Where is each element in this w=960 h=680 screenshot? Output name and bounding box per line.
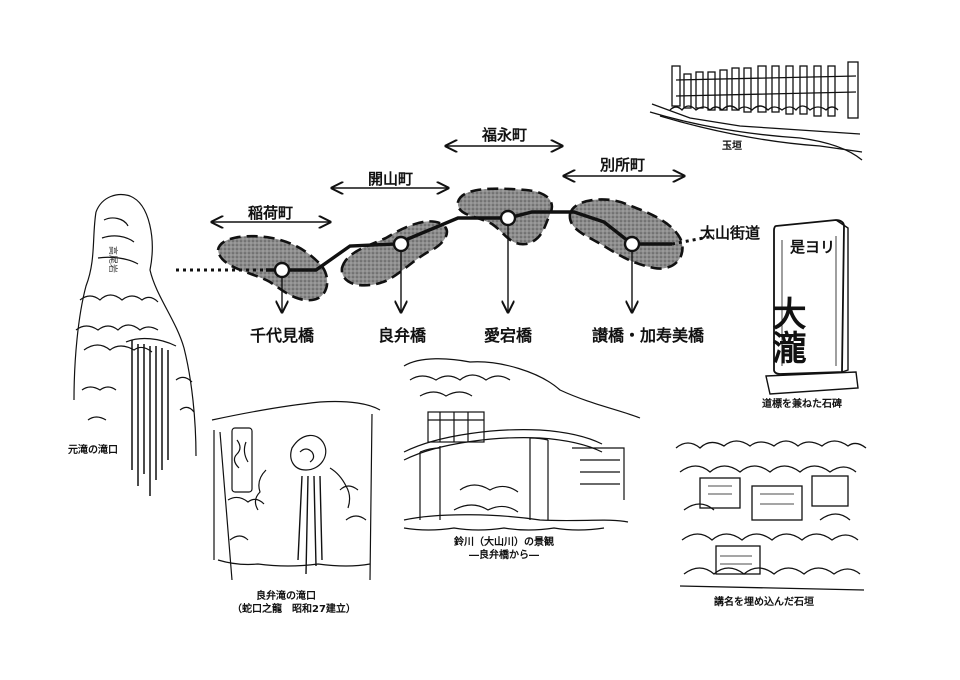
caption-tamagaki: 玉垣 — [722, 141, 742, 152]
bridge-node-chiyomi — [273, 261, 291, 279]
caption-suzukawa-line2: ―良弁橋から― — [469, 550, 539, 561]
bridge-node-san — [623, 235, 641, 253]
town-label-kaizan: 開山町 — [368, 170, 414, 188]
caption-roben-daki-line1: 良弁滝の滝口 — [256, 591, 316, 602]
bridge-label-chiyomi: 千代見橋 — [250, 326, 315, 345]
bridge-node-roben — [392, 235, 410, 253]
tamagaki-fence-illustration — [649, 61, 863, 161]
town-label-bessho: 別所町 — [600, 156, 646, 174]
caption-motodaki: 元滝の滝口 — [68, 445, 118, 456]
bridge-label-san-kazumi: 讃橋・加寿美橋 — [592, 326, 705, 345]
caption-ishigaki: 講名を埋め込んだ石垣 — [714, 597, 814, 608]
svg-text:高尾岩: 高尾岩 — [107, 246, 119, 273]
stone-marker-illustration: 是ヨリ 大瀧 — [765, 219, 859, 395]
road-label: 大山街道 — [700, 224, 761, 242]
town-span-arrows — [212, 146, 684, 222]
caption-suzukawa: 鈴川（大山川）の景観 ―良弁橋から― — [448, 536, 560, 562]
caption-suzukawa-line1: 鈴川（大山川）の景観 — [454, 537, 554, 548]
town-label-fukunaga: 福永町 — [482, 126, 528, 144]
town-label-inari: 稲荷町 — [248, 204, 294, 222]
district-bessho — [568, 198, 684, 270]
bridge-pointer-arrows — [282, 225, 632, 312]
bridge-node-atago — [499, 209, 517, 227]
district-inari — [216, 234, 329, 302]
marker-inscription-large: 大瀧 — [766, 296, 806, 364]
marker-inscription-small: 是ヨリ — [789, 238, 835, 256]
caption-stone-marker: 道標を兼ねた石碑 — [762, 399, 842, 410]
caption-roben-daki: 良弁滝の滝口 （蛇口之龍 昭和27建立） — [232, 590, 356, 616]
bridge-label-roben: 良弁橋 — [378, 326, 427, 345]
bridge-label-atago: 愛宕橋 — [484, 326, 533, 345]
suzukawa-river-illustration — [403, 358, 641, 531]
caption-roben-daki-line2: （蛇口之龍 昭和27建立） — [232, 604, 356, 615]
motodaki-waterfall-illustration: 高尾岩 — [73, 193, 197, 496]
ishigaki-stone-wall-illustration — [675, 440, 867, 591]
district-kaizan — [340, 220, 449, 287]
roben-waterfall-illustration — [211, 400, 381, 581]
